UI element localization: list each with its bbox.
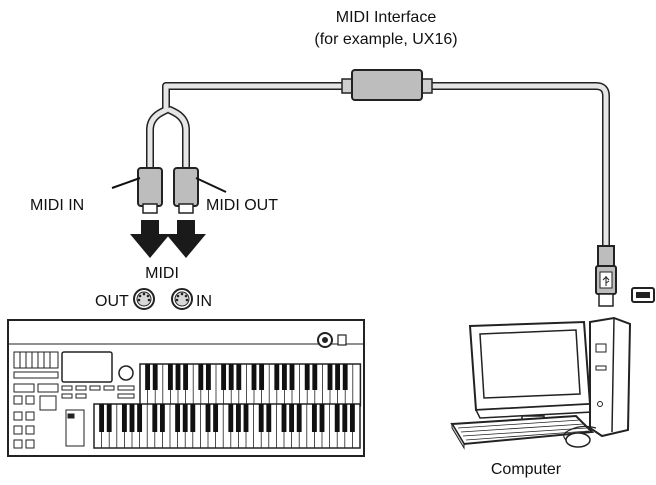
midi-out-port-icon bbox=[133, 288, 155, 310]
interface-subtitle: (for example, UX16) bbox=[314, 31, 457, 48]
midi-cable bbox=[146, 82, 610, 252]
organ-display bbox=[61, 351, 113, 383]
midi-out-plug bbox=[173, 167, 199, 214]
ports-header: MIDI bbox=[145, 265, 179, 282]
computer-label: Computer bbox=[491, 461, 562, 478]
midi-interface-box bbox=[341, 69, 433, 101]
midi-out-label: MIDI OUT bbox=[206, 197, 278, 214]
down-arrow-right bbox=[166, 220, 206, 258]
down-arrow-left bbox=[130, 220, 170, 258]
midi-in-label: MIDI IN bbox=[30, 197, 84, 214]
midi-in-port-icon bbox=[171, 288, 193, 310]
midi-in-leader bbox=[111, 177, 141, 189]
organ-dial bbox=[118, 365, 134, 381]
upper-keyboard bbox=[139, 363, 362, 407]
organ-left-controls bbox=[13, 351, 85, 449]
midi-in-plug bbox=[137, 167, 163, 214]
port-in-label: IN bbox=[196, 293, 212, 310]
computer-icon bbox=[450, 316, 632, 450]
lower-keyboard bbox=[93, 403, 361, 449]
usb-port-icon bbox=[631, 287, 655, 303]
organ-instrument bbox=[7, 319, 365, 457]
interface-title: MIDI Interface bbox=[336, 9, 437, 26]
usb-plug bbox=[595, 245, 617, 307]
port-out-label: OUT bbox=[95, 293, 129, 310]
midi-out-leader bbox=[195, 177, 227, 193]
